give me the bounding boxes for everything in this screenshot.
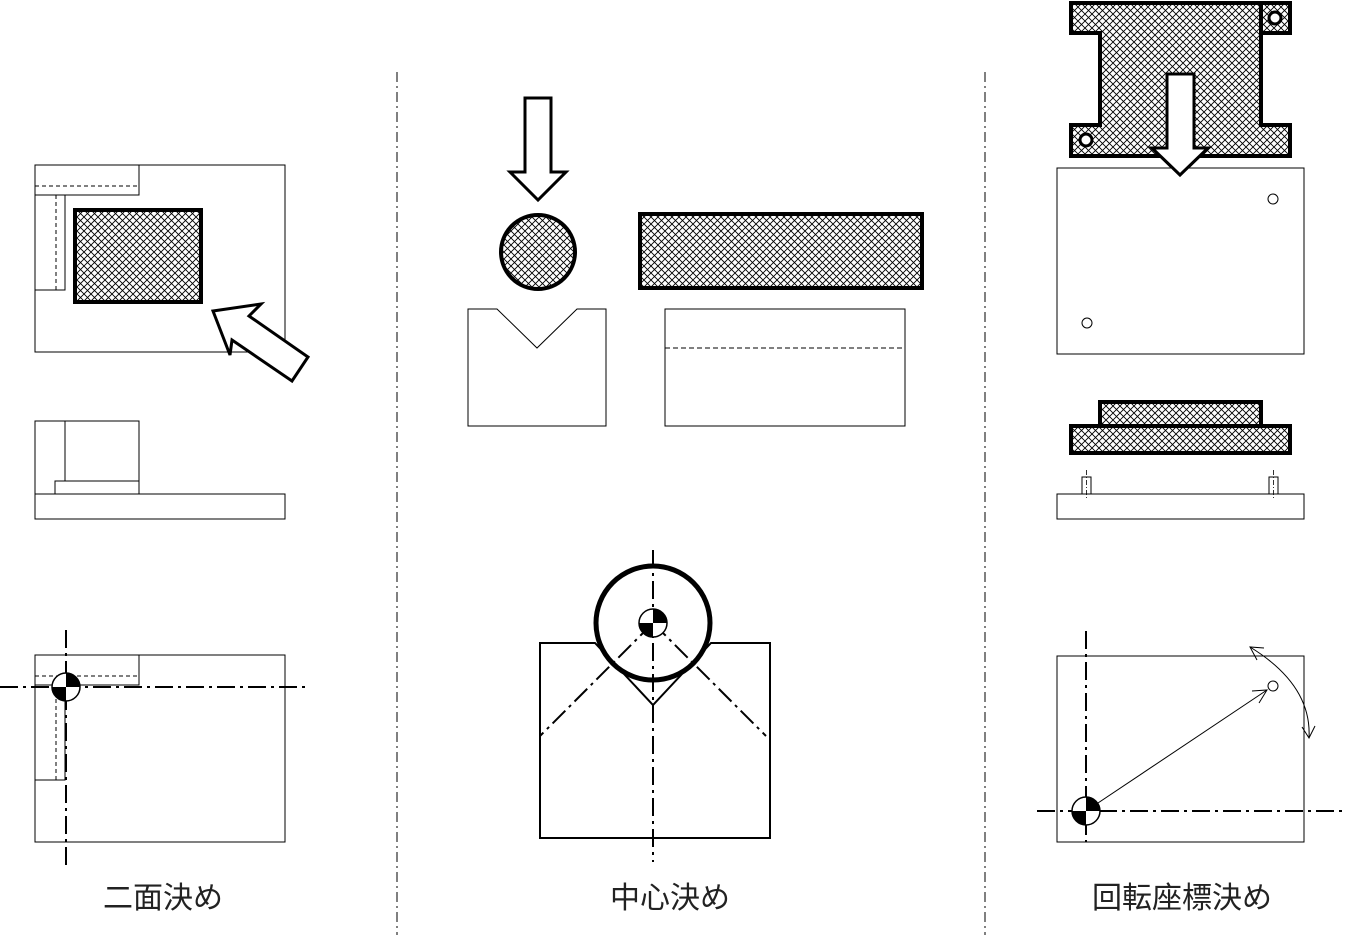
down-arrow-icon: [1148, 72, 1212, 178]
datum-mark-icon: [638, 608, 668, 638]
down-arrow-icon: [506, 96, 570, 203]
workpiece-hatched: [73, 208, 203, 304]
push-arrow-icon: [210, 301, 311, 384]
label-two-face: 二面決め: [103, 881, 223, 916]
label-center: 中心決め: [610, 881, 730, 916]
v-block-center-datum-view: [539, 550, 771, 862]
datum-mark-icon: [1071, 796, 1101, 826]
pin-base-side-view: [1056, 400, 1305, 520]
datum-mark-icon: [51, 672, 81, 702]
pin-base-top-view: [1056, 167, 1305, 355]
v-block-front-view: [467, 308, 607, 427]
two-face-top-view: [34, 164, 286, 353]
v-block-side-view: [664, 308, 906, 427]
round-workpiece-hatched: [499, 213, 577, 291]
two-face-datum-view: [0, 630, 310, 865]
long-workpiece-hatched: [638, 212, 924, 290]
two-face-side-view: [34, 420, 286, 520]
label-rotation: 回転座標決め: [1092, 881, 1272, 916]
